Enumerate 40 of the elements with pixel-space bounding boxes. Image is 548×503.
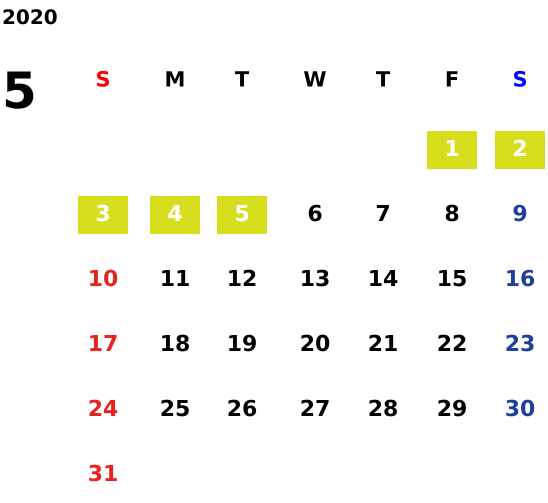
date-number: 19 (226, 334, 258, 356)
date-number: 12 (226, 269, 258, 291)
weekday-header: F (444, 70, 460, 90)
date-number: 9 (512, 204, 528, 226)
month-number: 5 (2, 66, 37, 116)
weekday-header: M (164, 70, 186, 90)
date-number: 18 (160, 334, 190, 356)
date-number: 29 (436, 399, 468, 421)
date-number: 25 (160, 399, 190, 421)
date-number: 16 (504, 269, 536, 291)
date-number: 28 (368, 399, 398, 421)
highlighted-date: 3 (78, 196, 128, 234)
date-number: 8 (444, 204, 460, 226)
date-number: 17 (88, 334, 118, 356)
weekday-header: S (512, 70, 528, 90)
weekday-header: S (95, 70, 111, 90)
weekday-header: T (234, 70, 250, 90)
date-number: 22 (436, 334, 468, 356)
date-number: 7 (375, 204, 391, 226)
date-number: 11 (160, 269, 190, 291)
date-number: 10 (88, 269, 118, 291)
date-number: 13 (300, 269, 330, 291)
weekday-header: T (376, 70, 390, 90)
date-number: 21 (368, 334, 398, 356)
date-number: 23 (504, 334, 536, 356)
highlighted-date: 1 (427, 131, 477, 169)
date-number: 20 (300, 334, 330, 356)
highlighted-date: 5 (217, 196, 267, 234)
date-number: 14 (368, 269, 398, 291)
highlighted-date: 4 (150, 196, 200, 234)
year-heading: 2020 (2, 5, 58, 29)
date-number: 30 (504, 399, 536, 421)
date-number: 24 (88, 399, 118, 421)
date-number: 6 (307, 204, 323, 226)
highlighted-date: 2 (495, 131, 545, 169)
date-number: 15 (436, 269, 468, 291)
date-number: 31 (88, 464, 118, 486)
date-number: 26 (226, 399, 258, 421)
date-number: 27 (300, 399, 330, 421)
weekday-header: W (303, 70, 327, 90)
